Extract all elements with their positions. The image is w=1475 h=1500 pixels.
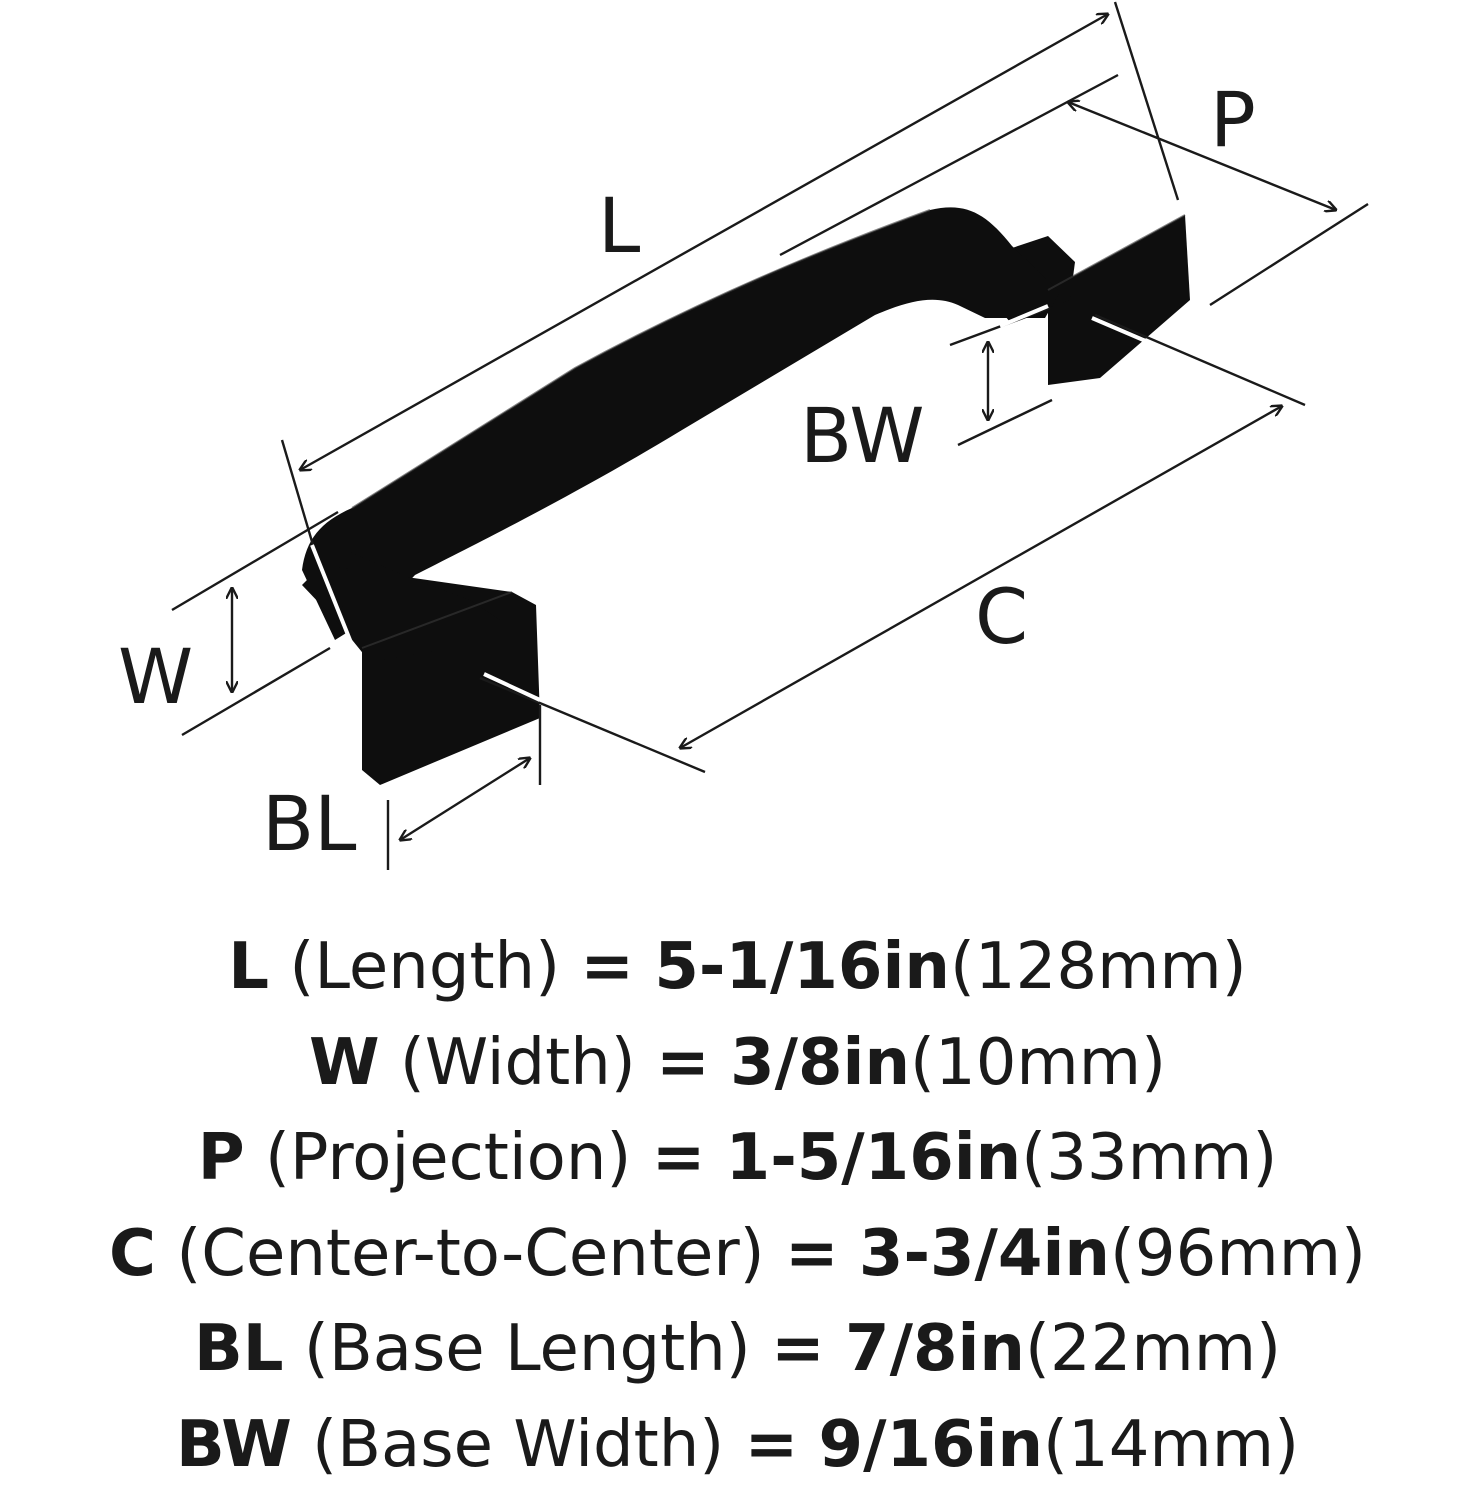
- spec-line-base-length: BL (Base Length) = 7/8in(22mm): [0, 1302, 1475, 1398]
- spec-equals: =: [580, 930, 635, 1004]
- length-dimension-line: [300, 14, 1108, 470]
- spec-name: (Length): [289, 930, 561, 1004]
- spec-line-base-width: BW (Base Width) = 9/16in(14mm): [0, 1398, 1475, 1494]
- spec-equals: =: [744, 1407, 799, 1482]
- spec-name: (Projection): [264, 1121, 632, 1195]
- spec-symbol: C: [109, 1216, 156, 1291]
- spec-equals: =: [771, 1312, 825, 1386]
- spec-equals: =: [784, 1216, 839, 1291]
- spec-inches: 3-3/4in: [858, 1216, 1110, 1291]
- spec-mm: (96mm): [1109, 1216, 1366, 1291]
- spec-name: (Center-to-Center): [176, 1216, 765, 1291]
- spec-symbol: L: [228, 930, 270, 1004]
- spec-inches: 3/8in: [730, 1025, 910, 1100]
- spec-inches: 9/16in: [818, 1407, 1043, 1482]
- label-BW: BW: [800, 391, 925, 480]
- spec-mm: (128mm): [949, 930, 1247, 1004]
- spec-symbol: BL: [193, 1312, 284, 1386]
- spec-inches: 7/8in: [845, 1312, 1025, 1386]
- projection-dimension-line: [1068, 102, 1336, 210]
- guide-highlights: [310, 304, 1149, 702]
- label-P: P: [1210, 75, 1256, 164]
- dimension-diagram: L P BW W C BL: [118, 1, 1369, 870]
- label-BL: BL: [262, 779, 356, 868]
- spec-inches: 5-1/16in: [654, 930, 950, 1004]
- spec-equals: =: [656, 1025, 710, 1100]
- spec-name: (Base Width): [312, 1407, 725, 1482]
- left-post: [340, 552, 500, 662]
- spec-mm: (10mm): [910, 1025, 1167, 1100]
- spec-mm: (33mm): [1021, 1121, 1278, 1195]
- spec-line-center-to-center: C (Center-to-Center) = 3-3/4in(96mm): [0, 1207, 1475, 1303]
- center-dimension-line: [680, 406, 1282, 748]
- label-W: W: [118, 632, 193, 721]
- spec-name: (Base Length): [303, 1312, 751, 1386]
- spec-equals: =: [651, 1121, 706, 1195]
- label-L: L: [598, 181, 640, 270]
- spec-line-projection: P (Projection) = 1-5/16in(33mm): [0, 1111, 1475, 1207]
- base-length-dimension-line: [400, 758, 530, 840]
- dimension-lines: [171, 1, 1369, 870]
- cabinet-pull-handle: [302, 207, 1190, 785]
- spec-line-width: W (Width) = 3/8in(10mm): [0, 1016, 1475, 1112]
- spec-symbol: BW: [175, 1407, 292, 1482]
- grip-bar: [302, 207, 1060, 641]
- spec-mm: (14mm): [1043, 1407, 1300, 1482]
- spec-line-length: L (Length) = 5-1/16in(128mm): [0, 920, 1475, 1016]
- spec-mm: (22mm): [1024, 1312, 1282, 1386]
- spec-inches: 1-5/16in: [725, 1121, 1022, 1195]
- spec-name: (Width): [399, 1025, 636, 1100]
- spec-symbol: W: [308, 1025, 380, 1100]
- spec-symbol: P: [197, 1121, 245, 1195]
- label-C: C: [975, 572, 1028, 661]
- specification-list: L (Length) = 5-1/16in(128mm) W (Width) =…: [0, 920, 1475, 1493]
